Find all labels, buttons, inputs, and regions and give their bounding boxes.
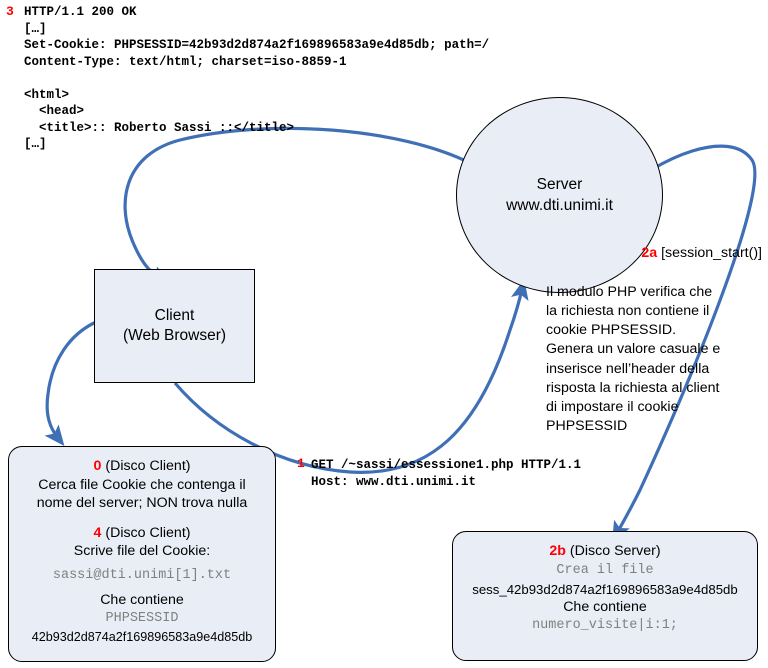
disk-server-filename: sess_42b93d2d874a2f169896583a9e4d85db xyxy=(472,581,738,597)
arrow-client-to-disk-client xyxy=(44,320,97,446)
disk-client-step0-line2: nome del server; NON trova nulla xyxy=(36,495,248,511)
server-note-bracket: [session_start()] xyxy=(661,245,762,262)
disk-server-content: numero_visite|i:1; xyxy=(532,618,678,633)
disk-client-step0-header: 0 (Disco Client) xyxy=(94,457,191,476)
disk-client-cookie-value: 42b93d2d874a2f169896583a9e4d85db xyxy=(31,630,253,644)
client-label-line2: (Web Browser) xyxy=(122,327,227,344)
server-note-2a: 2a [session_start()] Il modulo PHP verif… xyxy=(546,206,762,456)
step-number-0: 0 xyxy=(93,458,102,474)
disk-client-step4-title: (Disco Client) xyxy=(105,524,191,541)
step-number-1: 1 xyxy=(297,456,305,471)
disk-server-header: 2b (Disco Server) xyxy=(549,542,660,561)
disk-client-cookie-name: PHPSESSID xyxy=(105,611,179,626)
disk-server-creates-label: Crea il file xyxy=(556,562,654,578)
step-number-2a: 2a xyxy=(641,245,658,262)
disk-client-step0-title: (Disco Client) xyxy=(105,458,191,474)
server-label-line2: www.dti.unimi.it xyxy=(506,197,613,214)
node-server[interactable]: Server www.dti.unimi.it xyxy=(456,97,663,293)
disk-server-title: (Disco Server) xyxy=(569,543,661,559)
node-client[interactable]: Client (Web Browser) xyxy=(94,269,255,383)
server-note-header: 2a [session_start()] xyxy=(546,225,762,263)
server-note-body: Il modulo PHP verifica che la richiesta … xyxy=(546,283,721,435)
node-disk-server[interactable]: 2b (Disco Server) Crea il file sess_42b9… xyxy=(452,531,758,661)
step-number-2b: 2b xyxy=(549,543,566,559)
http-request-block: GET /~sassi/essessione1.php HTTP/1.1 Hos… xyxy=(311,458,582,489)
disk-client-step0-line1: Cerca file Cookie che contenga il xyxy=(38,476,246,493)
disk-client-step4-line1: Scrive file del Cookie: xyxy=(73,543,211,559)
disk-client-contains-label: Che contiene xyxy=(100,591,184,608)
node-disk-client[interactable]: 0 (Disco Client) Cerca file Cookie che c… xyxy=(8,446,276,662)
server-label-line1: Server xyxy=(536,176,583,193)
step-number-4: 4 xyxy=(93,524,102,541)
disk-client-step4-header: 4 (Disco Client) xyxy=(94,524,191,543)
client-label-line1: Client xyxy=(154,307,195,324)
disk-server-contains-label: Che contiene xyxy=(563,598,647,615)
step-number-3: 3 xyxy=(6,4,14,19)
http-response-block: HTTP/1.1 200 OK […] Set-Cookie: PHPSESSI… xyxy=(24,5,490,151)
disk-client-filename: sassi@dti.unimi[1].txt xyxy=(52,567,232,583)
